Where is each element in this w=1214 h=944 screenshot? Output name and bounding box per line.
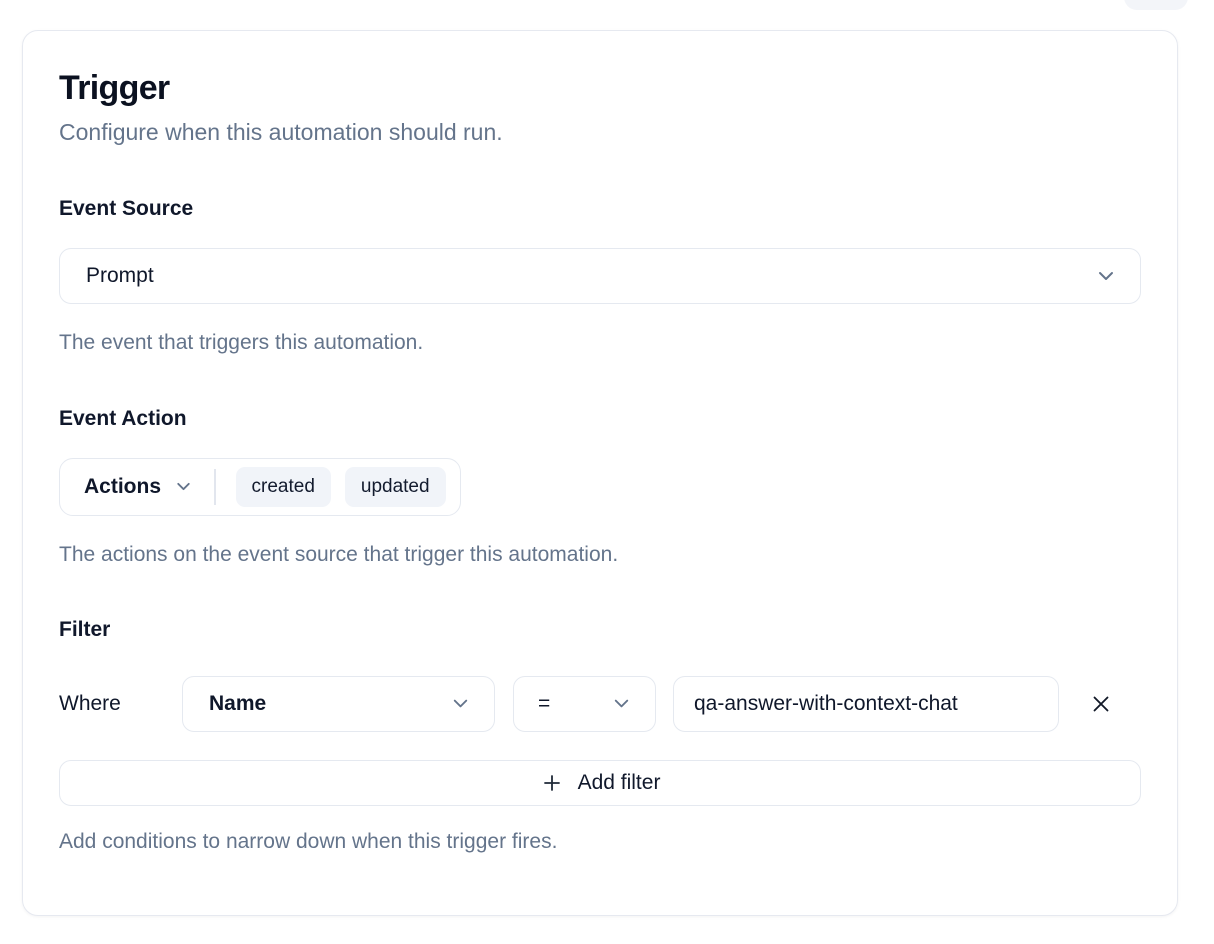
event-source-selected-value: Prompt [86, 264, 154, 288]
event-source-help: The event that triggers this automation. [59, 331, 424, 355]
event-source-select[interactable]: Prompt [59, 248, 1141, 305]
add-filter-label: Add filter [577, 770, 661, 794]
filter-where-label: Where [59, 691, 121, 715]
action-chip-created[interactable]: created [235, 466, 331, 507]
action-chip-updated[interactable]: updated [344, 466, 446, 507]
event-action-section: Event Action Actions created updated The… [59, 407, 1141, 568]
event-action-control: Actions created updated [59, 457, 461, 516]
filter-label: Filter [59, 617, 111, 641]
page-subtitle: Configure when this automation should ru… [59, 118, 503, 145]
filter-operator-select[interactable]: = [513, 675, 656, 732]
event-action-help: The actions on the event source that tri… [59, 542, 619, 566]
add-filter-button[interactable]: Add filter [59, 759, 1141, 806]
event-source-label: Event Source [59, 197, 194, 221]
close-icon [1088, 691, 1114, 717]
filter-section: Filter Where Name = [59, 618, 1141, 855]
filter-field-selected-value: Name [209, 691, 267, 715]
event-source-section: Event Source Prompt The event that trigg… [59, 197, 1141, 356]
plus-icon [540, 771, 564, 795]
cut-off-element [1124, 0, 1188, 10]
trigger-card: Trigger Configure when this automation s… [22, 30, 1178, 916]
actions-dropdown-label: Actions [84, 474, 162, 498]
chevron-down-icon [610, 692, 633, 715]
actions-dropdown[interactable]: Actions [84, 475, 194, 499]
page-title: Trigger [59, 69, 170, 107]
chevron-down-icon [173, 476, 194, 497]
filter-condition-row: Where Name = [59, 675, 1141, 732]
chevron-down-icon [449, 692, 472, 715]
filter-operator-selected-value: = [538, 691, 551, 715]
filter-field-select[interactable]: Name [182, 675, 495, 732]
chevron-down-icon [1094, 264, 1118, 288]
vertical-divider [214, 468, 216, 505]
filter-help: Add conditions to narrow down when this … [59, 829, 558, 853]
remove-filter-button[interactable] [1079, 682, 1123, 726]
event-action-label: Event Action [59, 406, 187, 430]
filter-value-input[interactable] [673, 675, 1059, 732]
